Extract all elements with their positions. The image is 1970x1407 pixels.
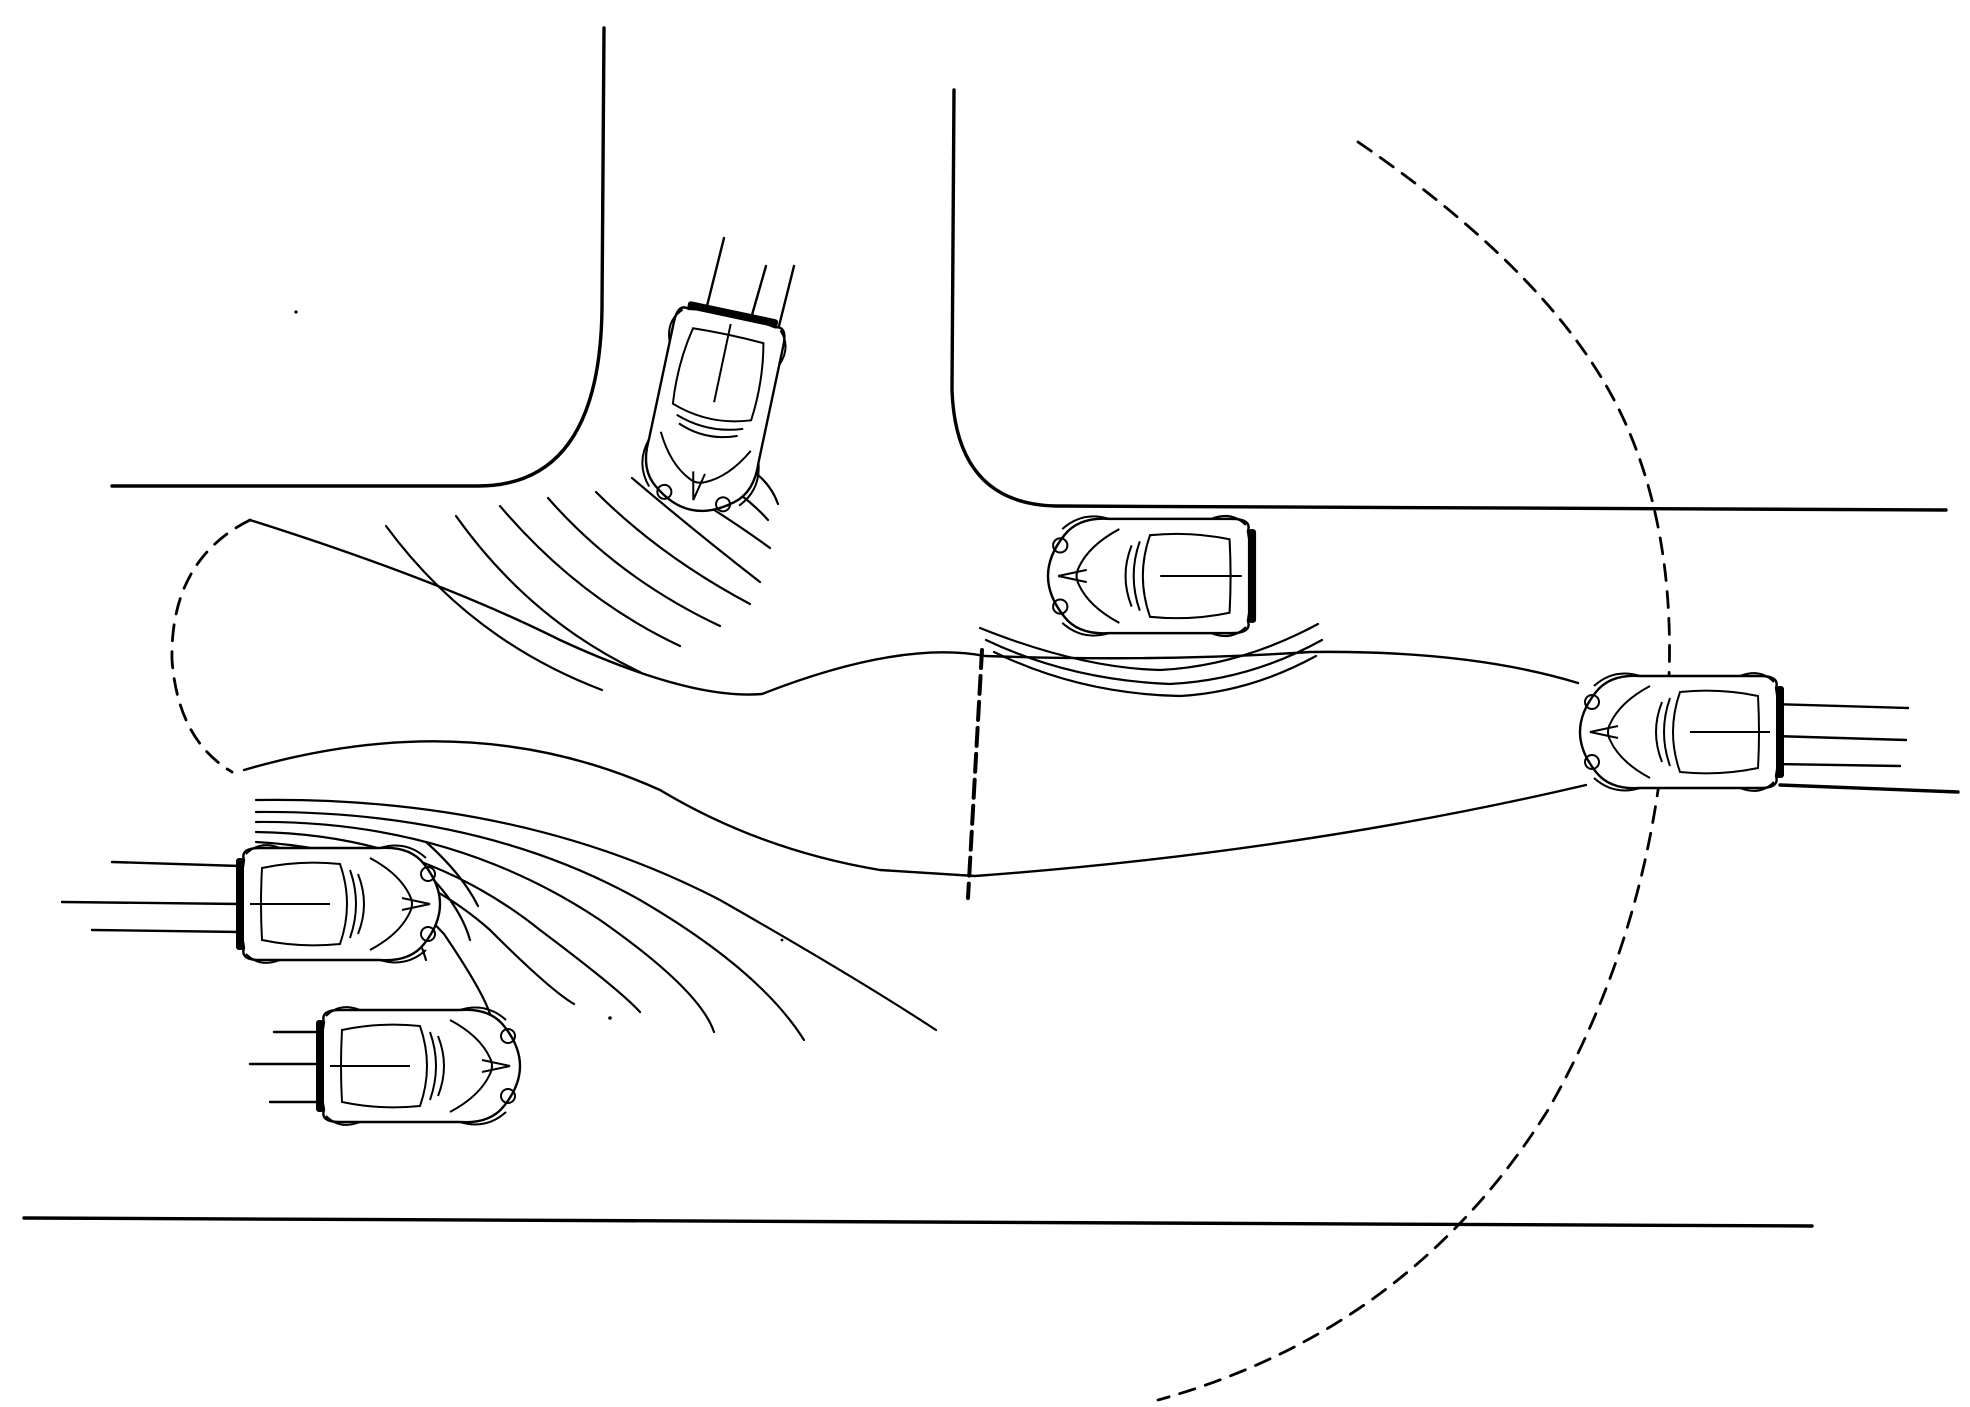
car-fenders (325, 1006, 507, 1126)
main-road-far-curb-right (1778, 783, 1960, 794)
clear-path-left-cap (170, 518, 252, 774)
car-car-parked-at-curb (1046, 514, 1257, 638)
car-centerline (713, 323, 732, 403)
car-car-oncoming-left (316, 1006, 522, 1126)
car-roof (671, 327, 765, 423)
car-windshield (676, 413, 744, 439)
car-headlamp (1584, 754, 1600, 770)
car-fenders (1593, 672, 1775, 792)
car-headlamp (1584, 694, 1600, 710)
car-fenders (245, 844, 427, 964)
side-street-left-curb (110, 26, 606, 488)
car-grille (481, 1059, 511, 1073)
clear-path-zone (170, 518, 1588, 900)
stray-dots (294, 310, 784, 1020)
car-car-turning-from-side-street (641, 301, 787, 513)
road-edges (22, 26, 1960, 1228)
vehicles (236, 301, 1784, 1126)
car-car-approaching-right (1578, 672, 1784, 792)
speed-lines (60, 236, 1910, 1104)
car-roof (260, 861, 348, 947)
clear-path-upper-edge (248, 518, 1580, 696)
car-windshield (1655, 697, 1671, 767)
car-hood (1607, 685, 1651, 779)
car-fenders (641, 308, 787, 507)
car-headlamp (715, 496, 732, 513)
car-hood (1075, 528, 1120, 624)
car-hood (449, 1019, 493, 1113)
sight-distance-arc (1156, 140, 1671, 1402)
car-grille (692, 471, 706, 501)
car-fenders (1061, 514, 1247, 638)
car-rear-bumper (687, 301, 779, 328)
car-headlamp (1052, 537, 1069, 554)
car-roof (1141, 532, 1232, 620)
car-hood (369, 857, 413, 951)
side-street-right-curb (950, 88, 1948, 512)
car-rear-bumper (1247, 529, 1257, 623)
car-windshield (429, 1031, 445, 1101)
car-headlamp (500, 1028, 516, 1044)
car-headlamp (420, 866, 436, 882)
clear-path-lower-edge (242, 740, 1588, 878)
parked-car-motion-fan (978, 622, 1324, 698)
car-rear-bumper (1776, 686, 1784, 778)
car-headlamp (420, 926, 436, 942)
car-windshield (1124, 540, 1141, 612)
car-windshield (349, 869, 365, 939)
car-hood (659, 431, 752, 484)
main-road-near-curb (22, 1216, 1814, 1228)
car-headlamp (656, 483, 673, 500)
car-grille (1057, 568, 1087, 584)
car-grille (1589, 725, 1619, 739)
dividing-line (966, 648, 984, 900)
car-grille (401, 897, 431, 911)
car-roof (1672, 689, 1760, 775)
car-headlamp (1052, 598, 1069, 615)
car-car-leaving-left (236, 844, 442, 964)
car-roof (340, 1023, 428, 1109)
car-rear-bumper (236, 858, 244, 950)
car-rear-bumper (316, 1020, 324, 1112)
car-headlamp (500, 1088, 516, 1104)
